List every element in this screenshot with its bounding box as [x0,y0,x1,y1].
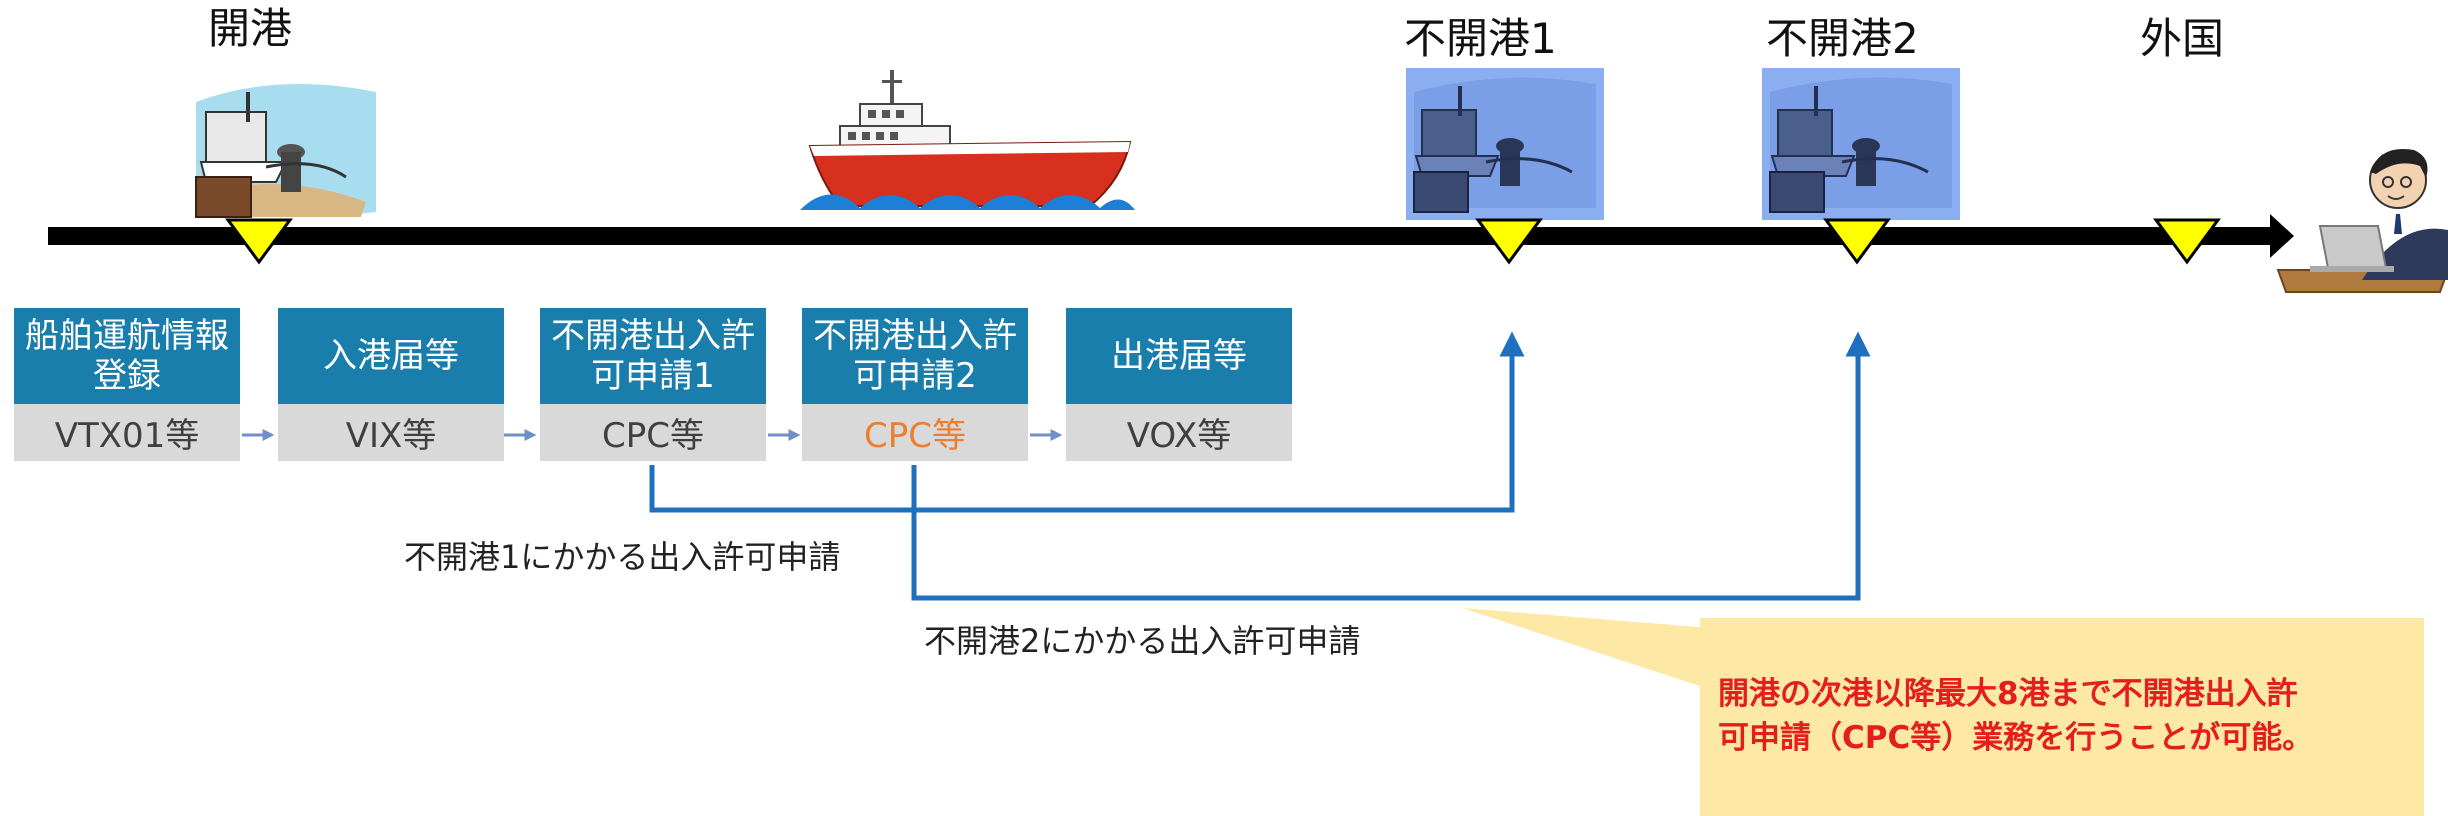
process-departure-notice: 出港届等 VOX等 [1066,308,1292,461]
connector-closed-port-2 [911,331,1871,601]
person-laptop-icon [2276,148,2448,293]
process-title: 不開港出入許 可申請1 [540,308,766,404]
process-code: VTX01等 [14,404,240,461]
marker-open-port [225,218,293,265]
process-title: 入港届等 [278,308,504,404]
callout-pointer [1462,608,1712,690]
marker-closed-port-2 [1823,218,1891,265]
process-code-highlight: CPC等 [802,404,1028,461]
port-label-foreign: 外国 [2140,14,2225,63]
ship-icon [800,70,1135,210]
harbor-icon [1406,68,1604,220]
port-label-open: 開港 [208,4,293,53]
marker-foreign [2153,218,2221,265]
process-title: 不開港出入許 可申請2 [802,308,1028,404]
process-arrival-notice: 入港届等 VIX等 [278,308,504,461]
callout-box [1700,618,2424,816]
process-ship-info: 船舶運航情報 登録 VTX01等 [14,308,240,461]
port-label-closed-2: 不開港2 [1766,14,1919,63]
process-code: VIX等 [278,404,504,461]
process-title: 船舶運航情報 登録 [14,308,240,404]
marker-closed-port-1 [1475,218,1543,265]
timeline-markers [225,218,2221,265]
callout-text: 開港の次港以降最大8港まで不開港出入許 可申請（CPC等）業務を行うことが可能。 [1718,676,2314,757]
connector-closed-port-1 [649,331,1525,513]
timeline-line [48,214,2294,258]
process-closed-port-permit-2: 不開港出入許 可申請2 CPC等 [802,308,1028,461]
caption-route-2: 不開港2にかかる出入許可申請 [924,622,1361,660]
harbor-icon [1762,68,1960,220]
process-closed-port-permit-1: 不開港出入許 可申請1 CPC等 [540,308,766,461]
process-code: VOX等 [1066,404,1292,461]
port-label-closed-1: 不開港1 [1404,14,1557,63]
caption-route-1: 不開港1にかかる出入許可申請 [404,538,841,576]
process-title: 出港届等 [1066,308,1292,404]
harbor-icon [195,84,376,218]
process-code: CPC等 [540,404,766,461]
